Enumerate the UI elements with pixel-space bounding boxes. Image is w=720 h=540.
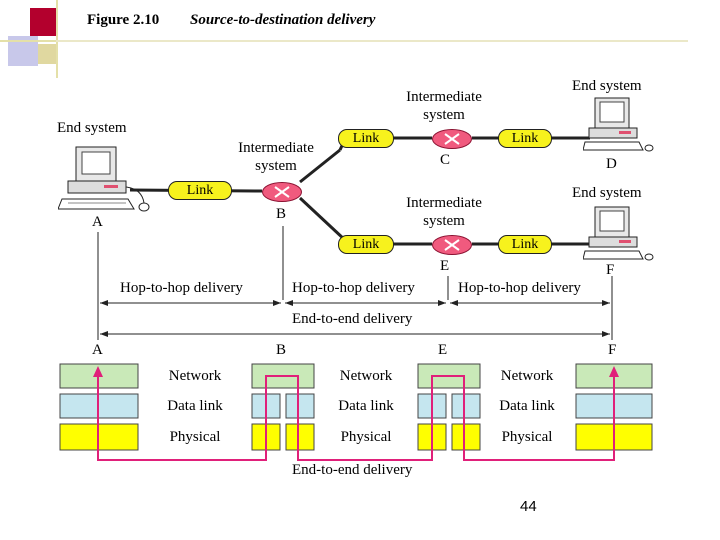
layer-physical-3: Physical [501,429,553,445]
title-underline [56,40,688,42]
node-a-label: A [92,214,103,230]
hop-delivery-3: Hop-to-hop delivery [456,280,583,297]
hop-delivery-2: Hop-to-hop delivery [290,280,417,297]
link-b-c: Link [338,129,394,148]
router-b-label-2: system [255,158,297,174]
layer-network-3: Network [500,368,554,384]
node-b-label: B [276,206,287,222]
node-d-label: D [606,156,617,172]
router-icon-c [432,129,472,149]
router-icon-b [262,182,302,202]
layer-network-1: Network [168,368,222,384]
figure-number: Figure 2.10 [87,12,160,28]
layer-datalink-2: Data link [338,398,394,414]
link-a-b: Link [168,181,232,200]
computer-icon-d [582,96,658,161]
router-c-label-2: system [423,107,465,123]
layer-physical-2: Physical [340,429,392,445]
stack-node-e: E [438,342,448,358]
router-c-label-1: Intermediate [406,89,482,105]
hop-delivery-1: Hop-to-hop delivery [118,280,245,297]
router-e-label-1: Intermediate [406,195,482,211]
layer-datalink-3: Data link [499,398,555,414]
stack-node-f: F [608,342,617,358]
node-e-label: E [440,258,450,274]
node-c-label: C [440,152,451,168]
router-icon-e [432,235,472,255]
figure-caption: Source-to-destination delivery [190,12,376,28]
computer-icon-f [582,205,658,270]
end-system-f-label: End system [572,185,642,201]
end-to-end-delivery-bottom: End-to-end delivery [292,462,413,478]
link-b-e: Link [338,235,394,254]
layer-datalink-1: Data link [167,398,223,414]
end-system-d-label: End system [572,78,642,94]
end-to-end-delivery-top: End-to-end delivery [290,311,415,328]
corner-decoration [0,0,80,80]
computer-icon-a [57,145,153,220]
end-system-a-label: End system [57,120,127,136]
router-b-label-1: Intermediate [238,140,314,156]
link-c-d: Link [498,129,552,148]
stack-node-a: A [92,342,103,358]
router-e-label-2: system [423,213,465,229]
layer-physical-1: Physical [169,429,221,445]
page-number: 44 [520,498,537,515]
link-e-f: Link [498,235,552,254]
node-f-label: F [606,262,615,278]
layer-network-2: Network [339,368,393,384]
stack-node-b: B [276,342,287,358]
